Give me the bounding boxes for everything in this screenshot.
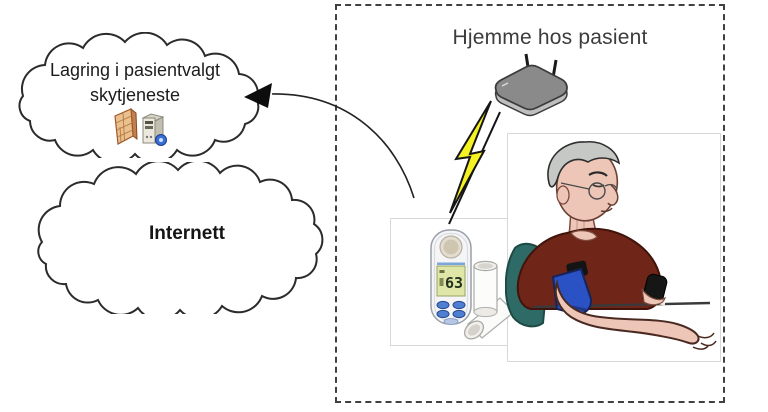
storage-cloud-label-line1: Lagring i pasientvalgt <box>49 60 221 80</box>
home-box-title: Hjemme hos pasient <box>452 26 648 49</box>
patient-head <box>547 141 621 222</box>
device-button <box>436 309 450 319</box>
collar <box>570 230 598 242</box>
internet-label: Internett <box>149 223 225 244</box>
nose <box>607 184 619 206</box>
forearm <box>554 279 700 345</box>
device-button <box>452 309 466 319</box>
home-dashed-box <box>335 4 725 403</box>
device-button <box>452 300 466 310</box>
internet-cloud-outline <box>37 162 324 314</box>
peak-flow-meter-device: 63 <box>430 229 472 325</box>
server-icon <box>141 113 167 146</box>
mouthpiece-tubes <box>463 260 515 340</box>
internet-cloud <box>37 162 324 314</box>
handheld-device <box>641 273 668 306</box>
gray-hair <box>547 141 621 188</box>
storage-cloud-label-line2: skytjeneste <box>89 85 181 105</box>
mouth <box>600 207 613 213</box>
device-button <box>443 318 459 325</box>
hand-fingers <box>692 332 717 350</box>
storage-cloud <box>18 32 260 158</box>
storage-cloud-outline <box>18 32 260 158</box>
eyebrow <box>588 171 608 177</box>
patient-with-bp-cuff <box>505 141 717 350</box>
gripping-fingers <box>641 288 666 306</box>
router-icon <box>494 53 568 117</box>
glasses-icon <box>588 182 606 200</box>
storage-cloud-label: Lagring i pasientvalgt skytjeneste <box>15 58 255 108</box>
firewall-icon <box>114 107 138 145</box>
device-reading: 63 <box>445 274 463 292</box>
device-button <box>436 300 450 310</box>
